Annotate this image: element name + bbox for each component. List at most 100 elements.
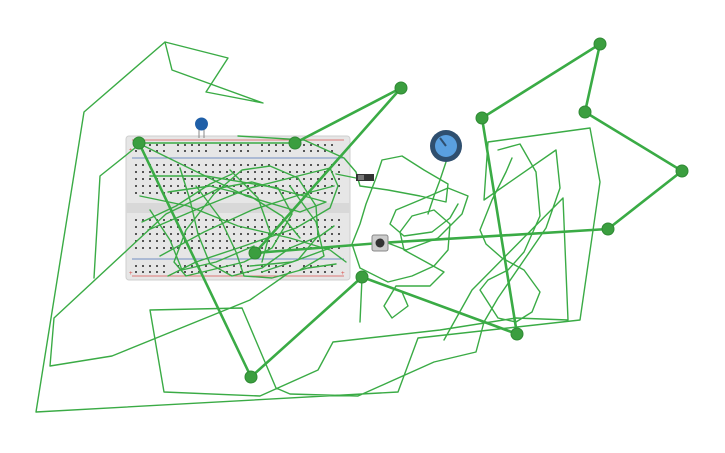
breadboard-hole[interactable]	[163, 233, 165, 235]
breadboard-hole[interactable]	[177, 171, 179, 173]
breadboard-hole[interactable]	[268, 192, 270, 194]
breadboard-hole[interactable]	[191, 233, 193, 235]
breadboard-hole[interactable]	[240, 240, 242, 242]
breadboard-hole[interactable]	[282, 192, 284, 194]
wire-center-tangle[interactable]	[237, 135, 451, 319]
breadboard-hole[interactable]	[233, 178, 235, 180]
breadboard-hole[interactable]	[254, 178, 256, 180]
rail-hole[interactable]	[324, 144, 326, 146]
breadboard-hole[interactable]	[212, 247, 214, 249]
rail-hole[interactable]	[205, 150, 207, 152]
breadboard-hole[interactable]	[324, 185, 326, 187]
breadboard-hole[interactable]	[331, 178, 333, 180]
rail-hole[interactable]	[268, 150, 270, 152]
breadboard-hole[interactable]	[254, 171, 256, 173]
wires[interactable]	[35, 41, 601, 413]
link-node-5-6[interactable]	[480, 116, 519, 336]
rail-hole[interactable]	[317, 271, 319, 273]
wire-bottom-stub[interactable]	[359, 277, 363, 323]
breadboard-hole[interactable]	[198, 247, 200, 249]
breadboard-hole[interactable]	[191, 219, 193, 221]
rail-hole[interactable]	[135, 150, 137, 152]
rail-hole[interactable]	[149, 144, 151, 146]
breadboard-hole[interactable]	[177, 185, 179, 187]
breadboard-hole[interactable]	[198, 192, 200, 194]
breadboard-hole[interactable]	[268, 247, 270, 249]
wire-breadboard-cross-4[interactable]	[139, 195, 347, 263]
breadboard-hole[interactable]	[261, 219, 263, 221]
link-node-10-12[interactable]	[253, 86, 403, 255]
breadboard-hole[interactable]	[184, 226, 186, 228]
breadboard-hole[interactable]	[219, 226, 221, 228]
breadboard-hole[interactable]	[296, 192, 298, 194]
breadboard-hole[interactable]	[289, 240, 291, 242]
rail-hole[interactable]	[156, 271, 158, 273]
breadboard-hole[interactable]	[156, 164, 158, 166]
breadboard-hole[interactable]	[247, 164, 249, 166]
breadboard-hole[interactable]	[317, 192, 319, 194]
breadboard-hole[interactable]	[275, 171, 277, 173]
rail-hole[interactable]	[303, 265, 305, 267]
breadboard-hole[interactable]	[212, 192, 214, 194]
wire-node[interactable]	[355, 270, 369, 284]
rail-hole[interactable]	[233, 150, 235, 152]
breadboard-hole[interactable]	[135, 171, 137, 173]
breadboard-hole[interactable]	[156, 226, 158, 228]
wire-switch-link[interactable]	[335, 173, 357, 179]
rail-hole[interactable]	[177, 144, 179, 146]
breadboard-hole[interactable]	[282, 226, 284, 228]
breadboard-hole[interactable]	[156, 192, 158, 194]
breadboard-hole[interactable]	[163, 226, 165, 228]
breadboard-hole[interactable]	[135, 226, 137, 228]
slide-switch-icon[interactable]	[356, 174, 374, 181]
rail-hole[interactable]	[177, 271, 179, 273]
breadboard-hole[interactable]	[177, 240, 179, 242]
breadboard-hole[interactable]	[282, 178, 284, 180]
breadboard-hole[interactable]	[261, 171, 263, 173]
breadboard-hole[interactable]	[296, 240, 298, 242]
breadboard-hole[interactable]	[170, 247, 172, 249]
link-node-7-8[interactable]	[249, 275, 364, 379]
rail-hole[interactable]	[289, 265, 291, 267]
breadboard-hole[interactable]	[219, 192, 221, 194]
breadboard-hole[interactable]	[184, 219, 186, 221]
breadboard-hole[interactable]	[275, 219, 277, 221]
wire-node[interactable]	[675, 164, 689, 178]
rail-hole[interactable]	[198, 271, 200, 273]
breadboard-hole[interactable]	[198, 219, 200, 221]
breadboard-hole[interactable]	[135, 185, 137, 187]
breadboard-hole[interactable]	[212, 171, 214, 173]
breadboard-hole[interactable]	[156, 240, 158, 242]
breadboard-hole[interactable]	[247, 240, 249, 242]
breadboard-hole[interactable]	[170, 233, 172, 235]
rail-hole[interactable]	[149, 150, 151, 152]
breadboard-hole[interactable]	[240, 178, 242, 180]
breadboard-hole[interactable]	[212, 233, 214, 235]
breadboard-hole[interactable]	[324, 240, 326, 242]
rail-hole[interactable]	[184, 150, 186, 152]
rail-hole[interactable]	[282, 265, 284, 267]
breadboard-hole[interactable]	[149, 240, 151, 242]
breadboard-hole[interactable]	[324, 192, 326, 194]
breadboard-hole[interactable]	[275, 192, 277, 194]
breadboard-hole[interactable]	[310, 226, 312, 228]
breadboard-hole[interactable]	[177, 233, 179, 235]
breadboard-hole[interactable]	[219, 164, 221, 166]
breadboard-hole[interactable]	[205, 240, 207, 242]
breadboard-hole[interactable]	[205, 233, 207, 235]
rail-hole[interactable]	[317, 150, 319, 152]
rail-hole[interactable]	[331, 144, 333, 146]
breadboard-hole[interactable]	[177, 164, 179, 166]
breadboard-hole[interactable]	[324, 226, 326, 228]
rail-hole[interactable]	[219, 150, 221, 152]
breadboard-hole[interactable]	[184, 164, 186, 166]
rail-hole[interactable]	[324, 271, 326, 273]
breadboard-hole[interactable]	[296, 164, 298, 166]
pushbutton-cap[interactable]	[375, 238, 385, 248]
rail-hole[interactable]	[198, 144, 200, 146]
breadboard-hole[interactable]	[233, 171, 235, 173]
breadboard-hole[interactable]	[135, 178, 137, 180]
breadboard-hole[interactable]	[338, 247, 340, 249]
breadboard-hole[interactable]	[226, 164, 228, 166]
rail-hole[interactable]	[261, 150, 263, 152]
